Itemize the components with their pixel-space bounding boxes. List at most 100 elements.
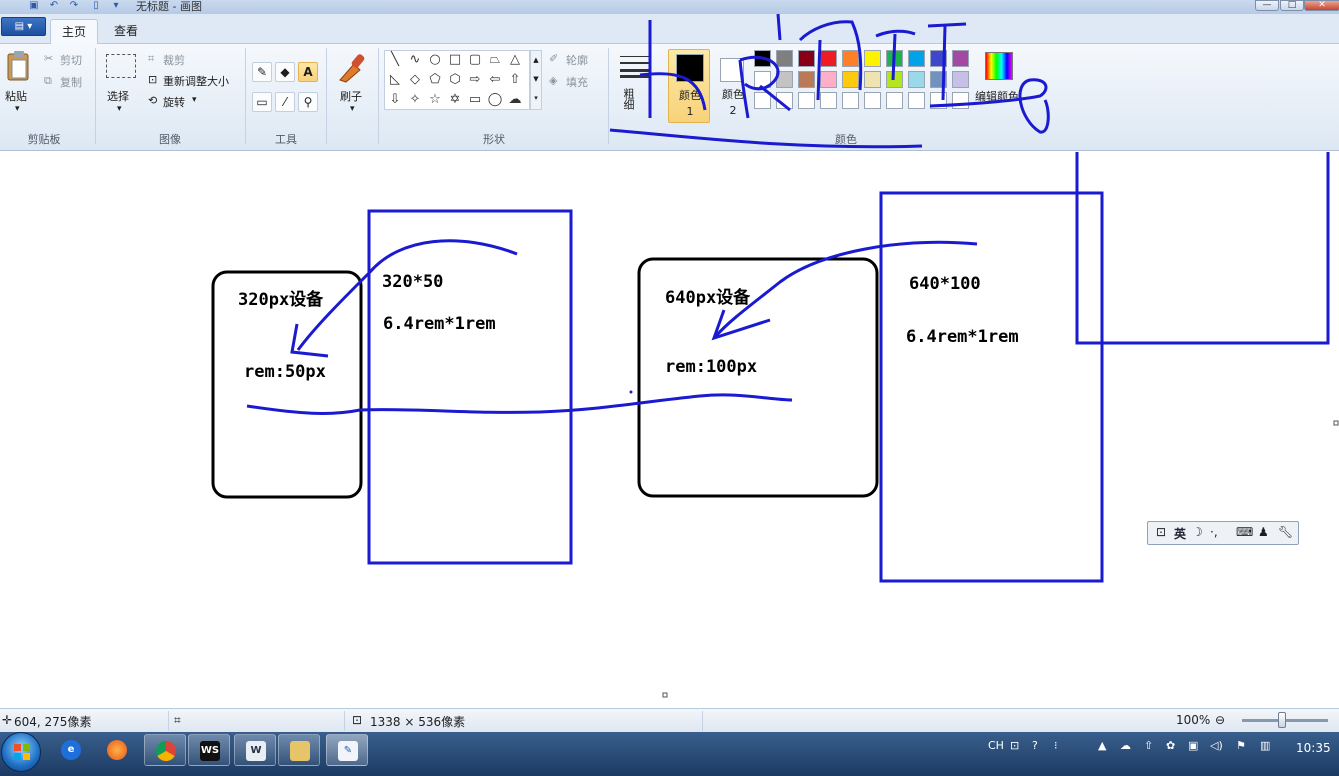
five-point-star-shape-icon[interactable]: ☆ [429,92,441,107]
ime-halfwidth-icon[interactable]: ☽ [1192,525,1203,539]
ime-lang-toggle[interactable]: 英 [1174,527,1187,541]
palette-swatch[interactable] [930,50,947,67]
canvas-resize-handle-right[interactable] [1333,420,1339,426]
palette-swatch[interactable] [864,92,881,109]
color-picker-icon[interactable]: ⁄ [275,92,295,112]
palette-swatch[interactable] [930,71,947,88]
line-size-icon[interactable] [620,54,650,78]
taskbar-paint[interactable]: ✎ [326,734,368,766]
taskbar-explorer[interactable] [278,734,320,766]
brushes-dropdown-icon[interactable]: ▾ [350,104,355,114]
tray-security-icon[interactable]: ✿ [1166,739,1176,752]
network-icon[interactable]: ▥ [1260,739,1271,752]
palette-swatch[interactable] [754,71,771,88]
tray-expand-icon[interactable]: ▲ [1098,739,1107,752]
undo-icon[interactable]: ↶ [49,0,59,11]
shapes-gallery-scroll[interactable]: ▲▼▾ [530,50,542,110]
brushes-button[interactable]: 刷子 [340,90,362,103]
palette-swatch[interactable] [886,71,903,88]
palette-swatch[interactable] [798,92,815,109]
fill-button[interactable]: 填充 [566,76,588,89]
tray-language[interactable]: CH [988,739,1004,752]
callout-cloud-shape-icon[interactable]: ☁ [508,92,522,107]
six-point-star-shape-icon[interactable]: ✡ [449,92,461,107]
palette-swatch[interactable] [886,92,903,109]
drawing-canvas[interactable]: 320px设备 rem:50px 320*50 6.4rem*1rem 640p… [0,152,1339,708]
palette-swatch[interactable] [952,50,969,67]
select-icon[interactable] [106,54,136,78]
taskbar-ie[interactable]: e [50,734,92,766]
palette-swatch[interactable] [754,92,771,109]
fill-bucket-icon[interactable]: ◆ [275,62,295,82]
palette-swatch[interactable] [908,71,925,88]
close-button[interactable]: ✕ [1304,0,1339,11]
polygon-shape-icon[interactable]: ⏢ [489,52,501,67]
rectangle-shape-icon[interactable]: □ [448,52,462,67]
diamond-shape-icon[interactable]: ◇ [410,72,420,87]
tray-update-icon[interactable]: ⇧ [1144,739,1154,752]
rounded-rectangle-shape-icon[interactable]: ▢ [468,52,482,67]
palette-swatch[interactable] [798,71,815,88]
palette-swatch[interactable] [776,71,793,88]
crop-button[interactable]: 裁剪 [163,54,185,67]
palette-swatch[interactable] [952,92,969,109]
select-button[interactable]: 选择 [107,90,129,103]
taskbar-chrome[interactable] [144,734,186,766]
rotate-button[interactable]: 旋转 [163,96,185,109]
palette-swatch[interactable] [776,50,793,67]
new-file-icon[interactable]: ▯ [93,0,99,11]
pencil-icon[interactable]: ✎ [252,62,272,82]
palette-swatch[interactable] [798,50,815,67]
start-button[interactable] [1,732,41,772]
palette-swatch[interactable] [820,92,837,109]
palette-swatch[interactable] [864,50,881,67]
line-shape-icon[interactable]: ╲ [391,52,399,67]
callout-rect-shape-icon[interactable]: ▭ [468,92,482,107]
tray-help-icon[interactable]: ? [1032,739,1038,752]
four-point-star-shape-icon[interactable]: ✧ [409,92,421,107]
tray-device-icon[interactable]: ▣ [1188,739,1199,752]
triangle-shape-icon[interactable]: △ [510,52,520,67]
volume-icon[interactable]: ◁) [1210,739,1223,752]
canvas-resize-handle-bottom[interactable] [662,692,668,698]
edit-colors-button[interactable]: 编辑颜色 [975,90,1019,103]
ime-keyboard-icon[interactable]: ⌨ [1236,525,1254,539]
copy-button[interactable]: 复制 [60,76,82,89]
cut-button[interactable]: 剪切 [60,54,82,67]
paint-menu-button[interactable]: ▤ ▾ [1,17,46,36]
ime-user-icon[interactable]: ♟ [1258,525,1269,539]
palette-swatch[interactable] [820,50,837,67]
zoom-out-icon[interactable]: ⊖ [1215,713,1226,727]
zoom-slider-thumb[interactable] [1278,712,1286,728]
paste-icon[interactable] [6,50,32,82]
paste-dropdown-icon[interactable]: ▾ [15,104,20,114]
taskbar-webstorm[interactable]: WS [188,734,230,766]
taskbar-firefox[interactable] [96,734,138,766]
outline-button[interactable]: 轮廓 [566,54,588,67]
palette-swatch[interactable] [820,71,837,88]
paste-button[interactable]: 粘贴 [5,90,27,103]
color2-button[interactable]: 颜色 2 [714,49,752,123]
oval-shape-icon[interactable]: ○ [429,52,441,67]
brush-icon[interactable] [336,52,368,84]
up-arrow-shape-icon[interactable]: ⇧ [509,72,521,87]
resize-button[interactable]: 重新调整大小 [163,75,229,88]
quick-access-dropdown-icon[interactable]: ▾ [113,0,119,11]
palette-swatch[interactable] [908,92,925,109]
taskbar-editor[interactable]: W [234,734,276,766]
maximize-button[interactable]: □ [1280,0,1304,11]
taskbar-clock[interactable]: 10:35 [1296,741,1331,755]
rotate-dropdown-icon[interactable]: ▾ [192,95,197,105]
minimize-button[interactable]: — [1255,0,1279,11]
save-icon[interactable]: ▣ [29,0,39,11]
tray-options-icon[interactable]: ⁝ [1054,739,1058,752]
palette-swatch[interactable] [886,50,903,67]
tray-ime-icon[interactable]: ⊡ [1010,739,1020,752]
edit-colors-icon[interactable] [985,52,1013,80]
redo-icon[interactable]: ↷ [69,0,79,11]
palette-swatch[interactable] [864,71,881,88]
left-arrow-shape-icon[interactable]: ⇦ [489,72,501,87]
palette-swatch[interactable] [908,50,925,67]
ime-toolbar[interactable]: ⊡ 英 ☽ ·, ⌨ ♟ 🔧︎ [1147,521,1299,545]
callout-oval-shape-icon[interactable]: ◯ [487,92,503,107]
